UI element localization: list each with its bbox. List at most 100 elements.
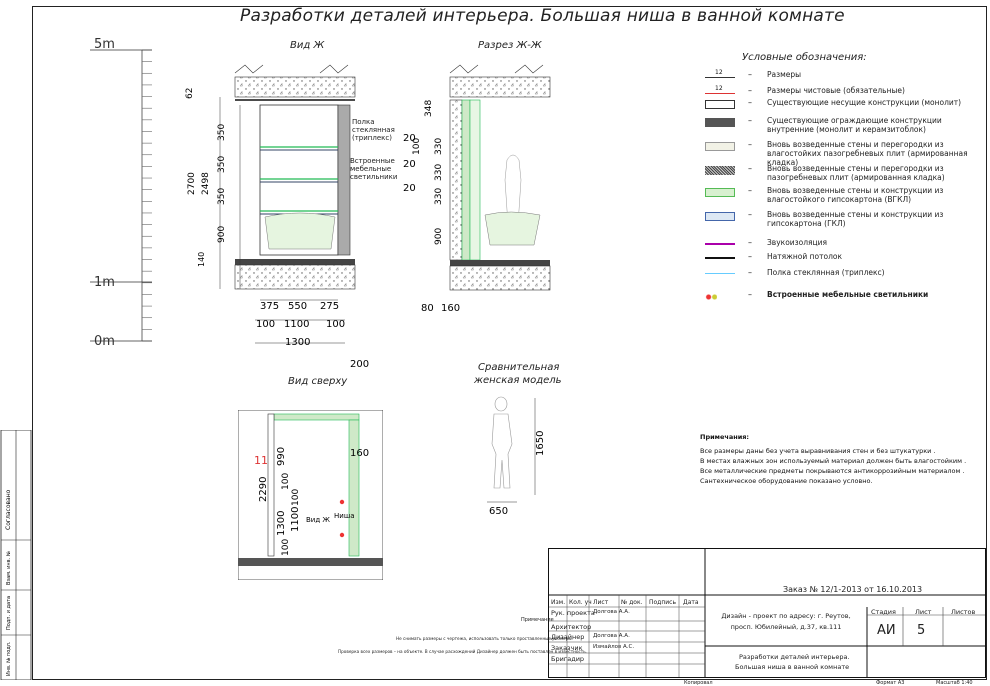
legend-swatch (705, 100, 735, 109)
legend-item: –Звукоизоляция (705, 238, 985, 252)
sec-dim-330-b: 330 (434, 164, 444, 181)
height-scale-ruler: 5m 1m 0m (90, 37, 152, 349)
model-dim-650: 650 (489, 506, 508, 517)
legend-swatch (705, 166, 735, 175)
stamp-sheet-value: 5 (917, 623, 926, 638)
side-inv-replace-label: Взам. инв. № (6, 550, 12, 585)
legend-text: Существующие ограждающие конструкции вну… (767, 116, 942, 134)
col-kol: Кол. уч (569, 599, 592, 606)
legend-dash: – (748, 268, 752, 277)
sec-dim-160: 160 (441, 303, 460, 314)
sec-dim-330-a: 330 (434, 138, 444, 155)
stamp-role: Дизайнер (551, 633, 585, 641)
legend-item: –Натяжной потолок (705, 252, 985, 266)
top-dim-100-a: 100 (281, 473, 291, 490)
legend-dash: – (748, 70, 752, 79)
sec-dim-348: 348 (424, 100, 434, 117)
legend-text: Вновь возведенные стены и конструкции из… (767, 210, 944, 228)
col-podp: Подпись (649, 599, 676, 606)
legend-swatch (705, 292, 717, 302)
stamp-role: Заказчик (551, 644, 583, 652)
legend-swatch (705, 243, 735, 245)
sec-dim-20-c: 20 (403, 183, 416, 194)
sec-dim-20-b: 20 (403, 159, 416, 170)
side-agreed-label: Согласовано (5, 489, 12, 530)
top-dim-1300: 1300 (276, 511, 287, 536)
top-marker-11: 11 (254, 454, 268, 467)
sec-dim-100: 100 (412, 138, 422, 155)
stamp-note-title: Примечание (521, 617, 554, 623)
legend-swatch: 12 (705, 69, 735, 78)
model-label-2: женская модель (474, 375, 562, 386)
legend-dash: – (748, 116, 752, 125)
scale-1m-label: 1m (94, 275, 115, 290)
legend-dash: – (748, 290, 752, 299)
legend-item: – Встроенные мебельные светильники (705, 290, 985, 304)
stamp-person-name: Измайлов А.С. (593, 644, 635, 650)
section-zh-label: Разрез Ж-Ж (478, 40, 542, 51)
stamp-format: Формат А3 (876, 680, 905, 686)
note-line: Сантехническое оборудование показано усл… (700, 477, 873, 485)
stamp-role: Архитектор (551, 623, 592, 631)
model-dim-1650: 1650 (535, 431, 546, 456)
dim-100-a: 100 (256, 319, 275, 330)
dim-350-a: 350 (217, 124, 227, 141)
dim-2498: 2498 (201, 172, 211, 195)
sheet-title: Разработки деталей интерьера. Большая ни… (240, 6, 845, 26)
drawing-sheet-frame (32, 6, 987, 680)
title-block: Изм. Кол. уч Лист № док. Подпись Дата Ру… (548, 548, 986, 678)
top-dim-1100: 1100 (290, 507, 301, 532)
legend-item: 12–Размеры (705, 69, 985, 84)
stamp-note-line-1: Не снимать размеры с чертежа, использова… (396, 636, 573, 641)
stamp-sheet-title-2: Большая ниша в ванной комнате (735, 663, 850, 671)
legend-text: Вновь возведенные стены и перегородки из… (767, 140, 968, 167)
legend-item: 12–Размеры чистовые (обязательные) (705, 85, 985, 100)
top-dim-100-b: 100 (281, 539, 291, 556)
notes-lines: Все размеры даны без учета выравнивания … (700, 446, 980, 486)
side-binding-frame: Согласовано Взам. инв. № Подп. и дата Ин… (0, 430, 32, 680)
stamp-sheet-title-1: Разработки деталей интерьера. (739, 653, 850, 661)
legend-dash: – (748, 140, 752, 149)
dim-275: 275 (320, 301, 339, 312)
callout-shelf: Полка стеклянная (триплекс) (352, 118, 395, 142)
stamp-stage-header: Стадия (871, 608, 896, 616)
legend-item: –Существующие несущие конструкции (монол… (705, 98, 985, 112)
notes-block: Примечания: Все размеры даны без учета в… (700, 432, 980, 486)
sec-dim-900: 900 (434, 228, 444, 245)
legend-item: –Вновь возведенные стены и конструкции и… (705, 210, 985, 228)
scale-0m-label: 0m (94, 334, 115, 349)
note-line: В местах влажных зон используемый матери… (700, 457, 967, 465)
legend-dash: – (748, 186, 752, 195)
top-dim-100-c: 100 (291, 489, 301, 506)
dim-100-b: 100 (326, 319, 345, 330)
legend-text: Вновь возведенные стены и перегородки из… (767, 164, 945, 182)
top-view-drawing: 990 160 2290 100 1300 1100 100 100 11 Ви… (238, 410, 383, 580)
legend-dash: – (748, 86, 752, 95)
legend-dash: – (748, 164, 752, 173)
legend-dim-sample: 12 (715, 69, 723, 76)
top-dim-2290: 2290 (258, 477, 269, 502)
legend-swatch (705, 257, 735, 259)
stamp-stage-value: АИ (877, 623, 896, 638)
legend-text: Натяжной потолок (767, 252, 842, 261)
dim-350-c: 350 (217, 188, 227, 205)
callout-lights: Встроенные мебельные светильники (350, 157, 398, 181)
section-zh-drawing: 348 20 20 20 100 330 330 330 900 80 160 (403, 64, 551, 314)
dim-350-b: 350 (217, 156, 227, 173)
dim-200: 200 (350, 359, 369, 370)
top-dim-990: 990 (276, 447, 287, 466)
legend-text: Звукоизоляция (767, 238, 828, 247)
col-list: Лист (593, 599, 609, 606)
sec-dim-80: 80 (421, 303, 434, 314)
legend-text: Встроенные мебельные светильники (767, 290, 929, 299)
dim-550: 550 (288, 301, 307, 312)
stamp-project: Дизайн - проект по адресу: г. Реутов, пр… (721, 612, 851, 631)
model-label-1: Сравнительная (478, 362, 560, 373)
legend-item: –Полка стеклянная (триплекс) (705, 268, 985, 282)
legend-text: Вновь возведенные стены и конструкции из… (767, 186, 944, 204)
top-dim-160: 160 (350, 448, 369, 459)
stamp-person-name: Долгова А.А. (593, 633, 630, 639)
dim-1300: 1300 (285, 337, 310, 348)
legend-swatch (705, 142, 735, 151)
top-niche: Ниша (334, 512, 355, 520)
